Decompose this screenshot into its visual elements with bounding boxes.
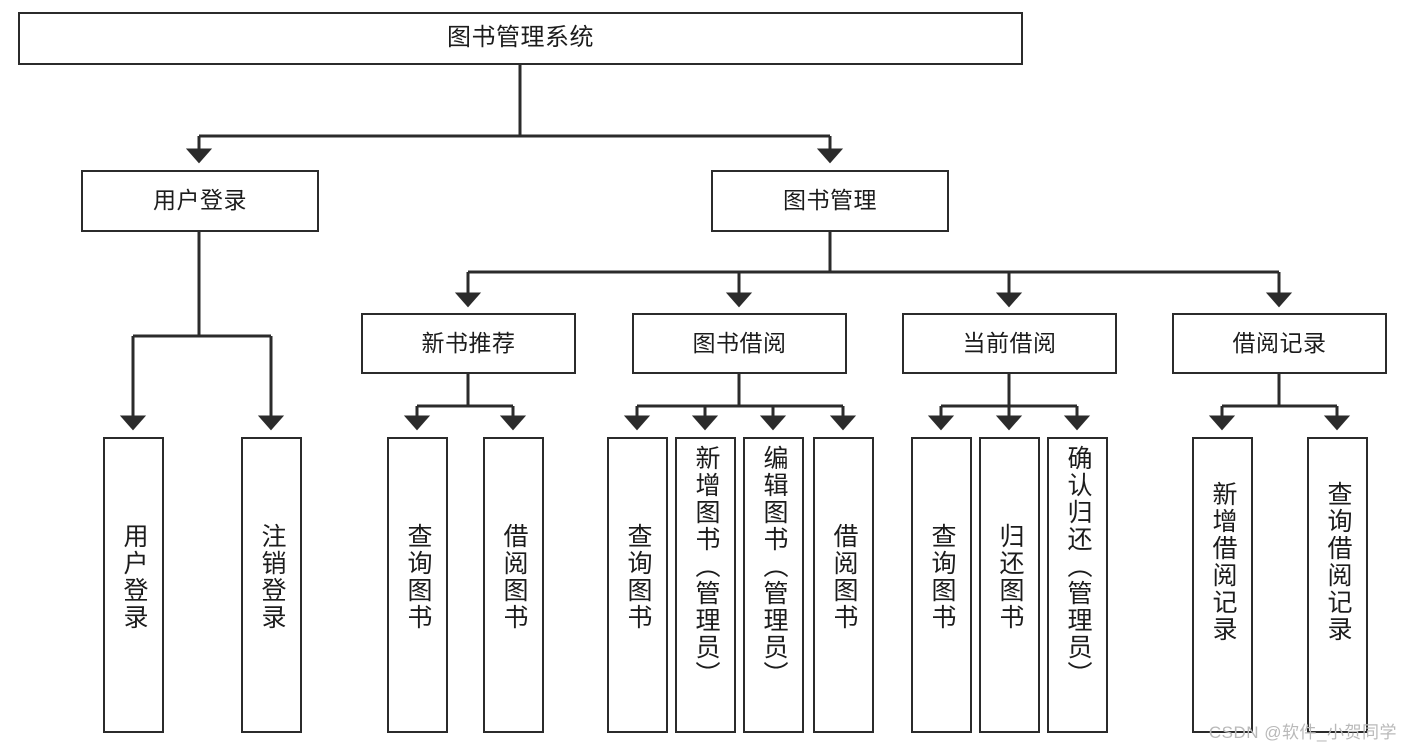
leaf-borrow-book-new-rec[interactable]: 借阅图书 <box>483 437 544 733</box>
node-label: 新增图书（管理员） <box>692 445 720 688</box>
node-root-book-management-system[interactable]: 图书管理系统 <box>18 12 1023 65</box>
edge-group-user-login-to-leaves <box>119 232 285 431</box>
edge-group-book-manage-to-level2 <box>454 232 1293 308</box>
node-label: 用户登录 <box>120 523 148 631</box>
leaf-query-book-borrow[interactable]: 查询图书 <box>607 437 668 733</box>
leaf-query-borrow-record[interactable]: 查询借阅记录 <box>1307 437 1368 733</box>
leaf-query-book-current[interactable]: 查询图书 <box>911 437 972 733</box>
node-label: 查询图书 <box>624 523 652 631</box>
node-label: 借阅记录 <box>1232 329 1327 356</box>
leaf-user-login[interactable]: 用户登录 <box>103 437 164 733</box>
node-label: 查询图书 <box>928 523 956 631</box>
leaf-borrow-book-borrow[interactable]: 借阅图书 <box>813 437 874 733</box>
leaf-return-book[interactable]: 归还图书 <box>979 437 1040 733</box>
node-book-borrow[interactable]: 图书借阅 <box>632 313 847 374</box>
node-book-manage[interactable]: 图书管理 <box>711 170 949 232</box>
edge-group-current-borrow-to-leaves <box>927 374 1091 431</box>
node-label: 用户登录 <box>153 187 247 214</box>
node-current-borrow[interactable]: 当前借阅 <box>902 313 1117 374</box>
leaf-logout-login[interactable]: 注销登录 <box>241 437 302 733</box>
node-user-login[interactable]: 用户登录 <box>81 170 319 232</box>
edge-group-new-book-rec-to-leaves <box>403 374 527 431</box>
node-label: 图书管理 <box>783 187 877 214</box>
watermark-text: CSDN @软件_小贺同学 <box>1208 723 1397 742</box>
node-label: 查询借阅记录 <box>1324 481 1352 643</box>
node-label: 新书推荐 <box>421 329 516 356</box>
node-label: 注销登录 <box>258 523 286 631</box>
edge-group-borrow-record-to-leaves <box>1208 374 1351 431</box>
node-label: 借阅图书 <box>830 523 858 631</box>
node-label: 编辑图书（管理员） <box>760 445 788 688</box>
node-label: 新增借阅记录 <box>1209 481 1237 643</box>
edge-group-book-borrow-to-leaves <box>623 374 857 431</box>
edge-group-root-to-level1 <box>185 65 844 164</box>
node-label: 归还图书 <box>996 523 1024 631</box>
node-label: 查询图书 <box>404 523 432 631</box>
node-label: 当前借阅 <box>962 329 1057 356</box>
node-label: 图书管理系统 <box>447 24 594 52</box>
node-label: 图书借阅 <box>692 329 787 356</box>
leaf-edit-book-admin[interactable]: 编辑图书（管理员） <box>743 437 804 733</box>
leaf-query-book-new-rec[interactable]: 查询图书 <box>387 437 448 733</box>
leaf-confirm-return-admin[interactable]: 确认归还（管理员） <box>1047 437 1108 733</box>
node-label: 借阅图书 <box>500 523 528 631</box>
node-borrow-record[interactable]: 借阅记录 <box>1172 313 1387 374</box>
node-new-book-recommendation[interactable]: 新书推荐 <box>361 313 576 374</box>
node-label: 确认归还（管理员） <box>1064 445 1092 688</box>
leaf-add-borrow-record[interactable]: 新增借阅记录 <box>1192 437 1253 733</box>
leaf-add-book-admin[interactable]: 新增图书（管理员） <box>675 437 736 733</box>
